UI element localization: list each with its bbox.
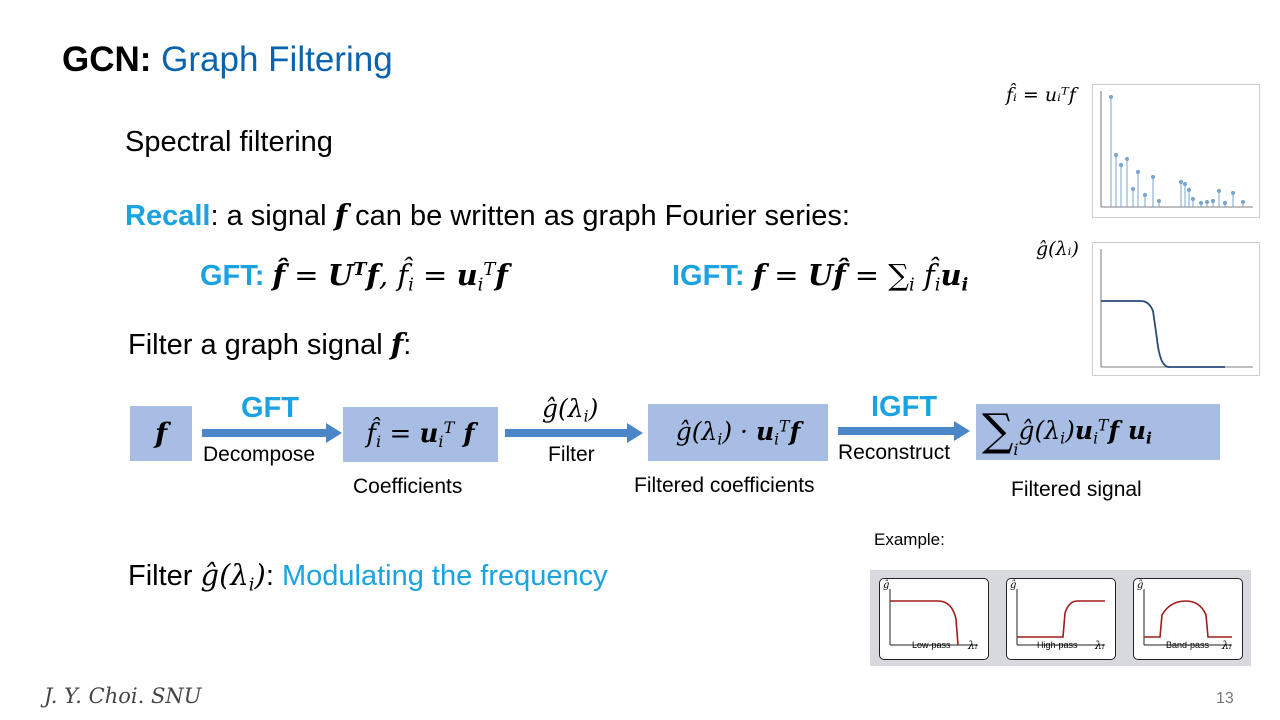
recall-text-a: : a signal — [210, 200, 335, 232]
filter-signal-colon: : — [403, 329, 412, 361]
filter-arrow-head — [627, 423, 643, 443]
title-prefix: GCN: — [62, 40, 152, 79]
igft-formula: IGFT: f = Uf̂ = ∑i f̂iui — [672, 258, 969, 296]
recall-line: Recall: a signal f can be written as gra… — [125, 198, 850, 233]
recall-keyword: Recall — [125, 200, 211, 232]
recall-text-b: can be written as graph Fourier series: — [347, 200, 850, 232]
spectral-heading: Spectral filtering — [125, 126, 333, 158]
slide-title: GCN: Graph Filtering — [62, 40, 393, 80]
filter-response-plot — [1092, 242, 1260, 376]
gft-arrow-label: GFT — [241, 392, 299, 424]
footer-author: J. Y. Choi. SNU — [44, 684, 202, 708]
filter-arrow-line — [505, 429, 629, 437]
coefficients-box: f̂i = uiT f — [343, 407, 498, 462]
reconstruct-label: Reconstruct — [838, 441, 951, 464]
filter-line-highlight: Modulating the frequency — [281, 560, 608, 592]
coefficients-label: Coefficients — [353, 475, 463, 498]
low-pass-svg — [889, 589, 978, 646]
high-pass-svg — [1016, 589, 1105, 646]
recall-var: f — [334, 198, 348, 232]
low-pass-axis-x: λᵢ — [968, 639, 978, 652]
gft-arrow-head — [326, 423, 342, 443]
filter-signal-line: Filter a graph signal f: — [128, 327, 411, 362]
input-var: f — [154, 417, 168, 450]
high-pass-panel: ĝ High-pass λᵢ — [1006, 578, 1116, 660]
gft-arrow-line — [202, 429, 328, 437]
band-pass-panel: ĝ Band-pass λᵢ — [1133, 578, 1243, 660]
gft-label: GFT: — [200, 260, 265, 292]
top-plot-label: f̂ᵢ = uᵢᵀf — [1006, 84, 1076, 106]
example-label: Example: — [874, 530, 945, 549]
band-pass-svg — [1143, 589, 1232, 646]
coefficient-stem-plot — [1092, 84, 1260, 218]
filter-signal-text: Filter a graph signal — [128, 329, 391, 361]
filtered-signal-label: Filtered signal — [1011, 478, 1142, 501]
gft-formula: GFT: f̂ = UTf, f̂i = uiTf — [200, 258, 508, 296]
filter-line-colon: : — [265, 560, 282, 592]
response-plot-svg — [1100, 249, 1253, 368]
filter-label: Filter — [548, 443, 595, 466]
band-pass-name: Band-pass — [1166, 640, 1210, 650]
decompose-label: Decompose — [203, 443, 316, 466]
high-pass-axis-x: λᵢ — [1095, 639, 1105, 652]
filter-signal-var: f — [390, 327, 404, 361]
filter-function-label: ĝ(λi) — [542, 394, 599, 426]
page-number: 13 — [1216, 690, 1234, 707]
igft-arrow-head — [954, 421, 970, 441]
filtered-coefficients-label: Filtered coefficients — [634, 474, 815, 497]
band-pass-axis-x: λᵢ — [1222, 639, 1232, 652]
low-pass-panel: ĝ Low-pass λᵢ — [879, 578, 989, 660]
low-pass-axis-y: ĝ — [883, 580, 890, 591]
bottom-plot-label: ĝ(λᵢ) — [1036, 238, 1079, 260]
stem-plot-svg — [1100, 91, 1253, 208]
low-pass-name: Low-pass — [912, 640, 951, 650]
band-pass-axis-y: ĝ — [1137, 580, 1144, 591]
filtered-coefficients-box: ĝ(λi) · uiTf — [648, 404, 828, 461]
high-pass-name: High-pass — [1037, 640, 1078, 650]
igft-arrow-line — [838, 427, 956, 435]
filtered-signal-box: ∑iĝ(λi)uiTf ui — [976, 404, 1220, 460]
filter-line-prefix: Filter — [128, 560, 201, 592]
example-panel: ĝ Low-pass λᵢ ĝ High-pass λᵢ ĝ Band-pass… — [870, 570, 1251, 666]
title-main: Graph Filtering — [161, 40, 393, 79]
filter-modulating-line: Filter ĝ(λi): Modulating the frequency — [128, 558, 608, 596]
igft-label: IGFT: — [672, 260, 745, 292]
high-pass-axis-y: ĝ — [1010, 580, 1017, 591]
igft-arrow-label: IGFT — [871, 391, 938, 423]
input-box: f — [130, 406, 192, 461]
